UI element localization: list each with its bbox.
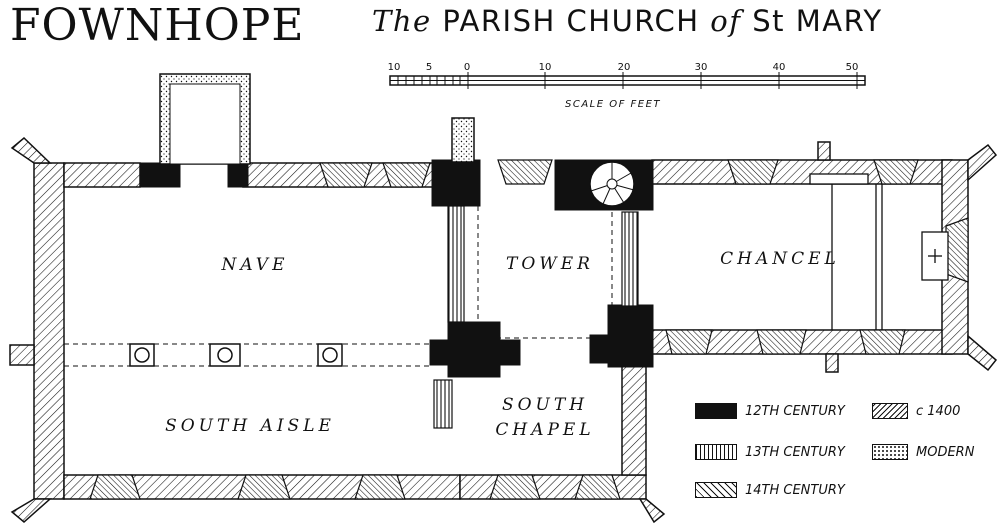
scale-tick: 10 — [387, 62, 401, 73]
title-prefix: The — [372, 4, 432, 38]
legend-label-c1400: c 1400 — [916, 403, 961, 419]
legend-item-modern: MODERN — [872, 444, 974, 460]
stair-turret — [589, 161, 635, 207]
scale-tick: 0 — [463, 62, 471, 73]
legend-item-13th-century: 13TH CENTURY — [695, 444, 845, 460]
title-main: PARISH CHURCH — [442, 4, 700, 38]
legend-item-12th-century: 12TH CENTURY — [695, 403, 845, 419]
scale-tick: 50 — [845, 62, 859, 73]
scale-label: SCALE OF FEET — [565, 99, 662, 110]
legend-label-modern: MODERN — [916, 444, 975, 460]
arcade-piers — [129, 343, 343, 367]
title-of: of — [710, 4, 742, 38]
legend-item-14th-century: 14TH CENTURY — [695, 482, 845, 498]
title-saint: St — [752, 4, 785, 38]
legend-swatch-c1400 — [872, 403, 908, 419]
scale-tick: 20 — [617, 62, 631, 73]
porch-interior — [169, 83, 241, 165]
scale-tick: 5 — [425, 62, 433, 73]
walls-13th-century — [433, 205, 639, 429]
scale-bar — [389, 72, 866, 89]
legend-label-13th: 13TH CENTURY — [745, 444, 845, 460]
scale-tick: 30 — [694, 62, 708, 73]
windows-c1400 — [89, 159, 969, 500]
scale-tick: 10 — [538, 62, 552, 73]
legend-swatch-modern — [872, 444, 908, 460]
legend-swatch-13th — [695, 444, 737, 460]
room-label-nave: NAVE — [221, 255, 289, 275]
title-name: MARY — [795, 4, 883, 38]
church-title: The PARISH CHURCH of St MARY — [372, 4, 883, 38]
room-label-south-chapel-line1: SOUTH — [501, 395, 589, 415]
legend-label-12th: 12TH CENTURY — [745, 403, 845, 419]
modern-buttress — [451, 117, 475, 163]
room-label-tower: TOWER — [506, 254, 594, 274]
legend-label-14th: 14TH CENTURY — [745, 482, 845, 498]
chancel-steps — [809, 173, 949, 330]
room-label-south-aisle: SOUTH AISLE — [165, 416, 335, 436]
legend-item-c1400: c 1400 — [872, 403, 960, 419]
legend-swatch-12th — [695, 403, 737, 419]
room-label-chancel: CHANCEL — [720, 249, 840, 269]
walls-14th-century — [9, 136, 998, 524]
church-location-title: FOWNHOPE — [10, 0, 305, 51]
room-label-south-chapel-line2: CHAPEL — [495, 420, 595, 440]
scale-tick: 40 — [772, 62, 786, 73]
arcade-lines — [64, 206, 613, 367]
legend-swatch-14th — [695, 482, 737, 498]
